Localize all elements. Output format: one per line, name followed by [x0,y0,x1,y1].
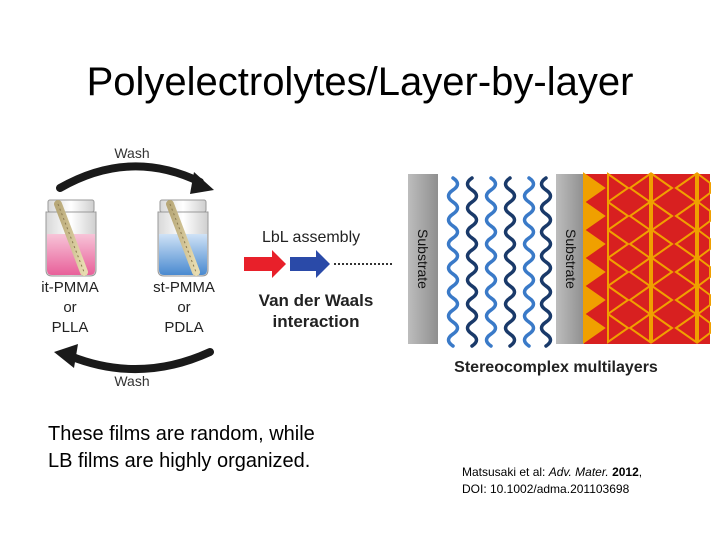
citation-doi: DOI: 10.1002/adma.201103698 [462,482,630,496]
right-vial [157,199,209,277]
substrate-left-label: Substrate [415,229,431,289]
left-vial-labels: it-PMMA or PLLA [41,279,99,336]
citation-year: 2012 [612,465,639,479]
red-arrow [244,250,286,278]
vdw-line2: interaction [273,312,360,331]
stereocomplex-label: Stereocomplex multilayers [454,359,658,376]
substrate-right-bar [556,174,584,344]
body-text: These films are random, while LB films a… [48,423,315,472]
substrate-right-label: Substrate [563,229,579,289]
wash-top-label: Wash [114,145,149,161]
citation: Matsusaki et al: Adv. Mater. 2012, DOI: … [462,464,712,498]
blue-arrow [290,250,330,278]
citation-prefix: Matsusaki et al: [462,465,549,479]
helix-layers [446,176,553,348]
left-vial-line3: PLLA [52,319,89,336]
stereocomplex-triangles [583,172,711,344]
citation-journal: Adv. Mater. [548,465,609,479]
right-vial-line1: st-PMMA [153,279,215,296]
lbl-schematic-figure: Wash it-PMMA or PLLA st-PMMA or PDLA Was… [41,145,711,389]
substrate-left-bar [408,174,438,344]
slide-title: Polyelectrolytes/Layer-by-layer [86,60,634,104]
citation-after-year: , [638,465,643,479]
wash-top-arrow [56,162,204,192]
right-vial-line3: PDLA [164,319,203,336]
wash-top-arrowhead [190,172,214,194]
lbl-assembly-label: LbL assembly [262,229,360,246]
left-vial-line1: it-PMMA [41,279,99,296]
wash-bottom-arrow [66,348,214,374]
right-vial-line2: or [177,299,190,316]
left-vial [45,199,97,277]
wash-bottom-label: Wash [114,373,149,389]
vdw-line1: Van der Waals [259,291,374,310]
wash-bottom-arrowhead [54,344,78,368]
right-vial-labels: st-PMMA or PDLA [153,279,215,336]
left-vial-line2: or [63,299,76,316]
